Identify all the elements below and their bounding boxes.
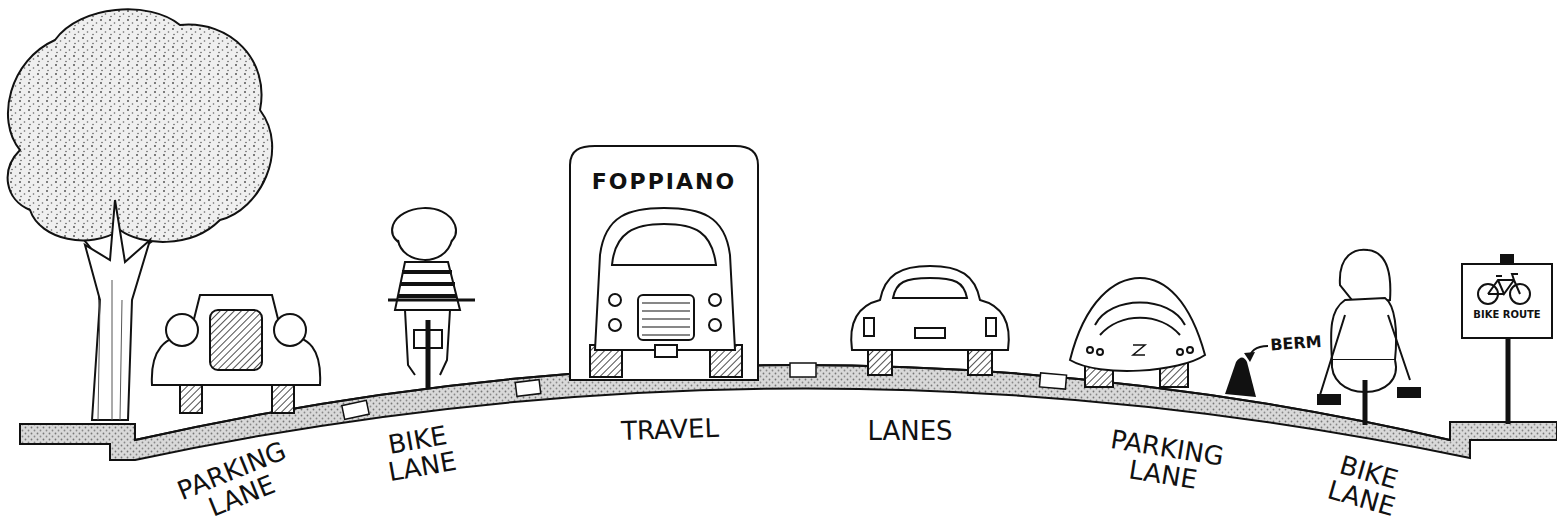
- lane-label: BIKE LANE: [381, 421, 458, 487]
- lane-label: LANES: [867, 418, 952, 445]
- truck-lettering: FOPPIANO: [592, 170, 736, 193]
- lane-label: PARKING LANE: [174, 437, 300, 530]
- vintage-car: [152, 295, 320, 413]
- car-rear: [851, 266, 1009, 375]
- sign-text: BIKE ROUTE: [1463, 309, 1551, 320]
- bike-route-sign: BIKE ROUTE: [1461, 263, 1553, 339]
- cyclist-rear: [1318, 250, 1420, 425]
- callout-label: BERM: [1270, 334, 1322, 354]
- sign-post: [1506, 338, 1511, 424]
- cyclist-front: [388, 208, 475, 388]
- tree: [8, 9, 273, 420]
- lane-label: TRAVEL: [621, 415, 720, 446]
- bike-icon: [1474, 270, 1534, 306]
- berm-arrowhead: [1244, 352, 1255, 362]
- truck: [570, 146, 758, 380]
- lane-label: BIKE LANE: [1324, 450, 1405, 521]
- lane-label: PARKING LANE: [1104, 426, 1225, 498]
- futuristic-car: [1070, 278, 1205, 387]
- berm: [1225, 358, 1256, 398]
